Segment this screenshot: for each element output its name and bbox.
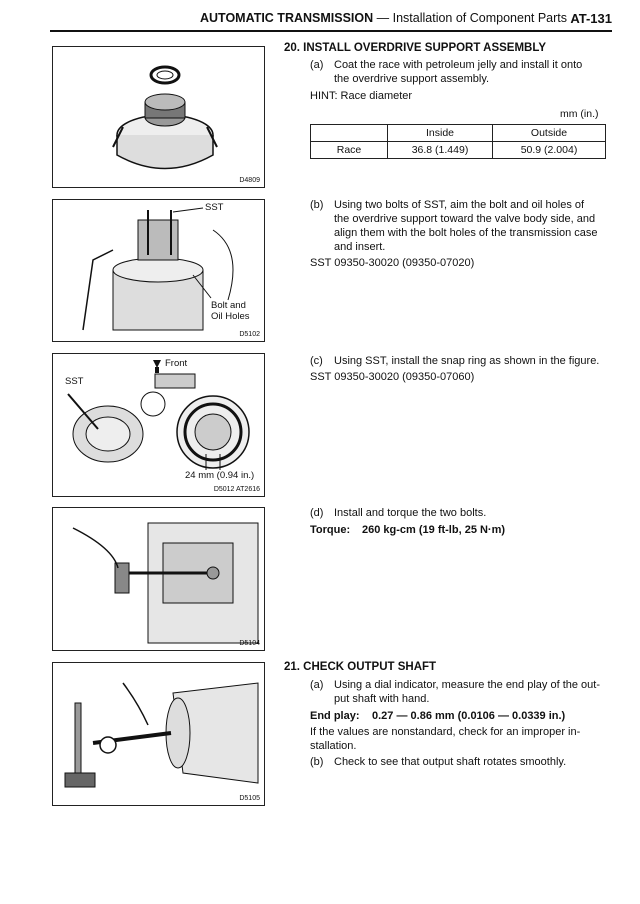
sst-bolts-illustration: [82, 207, 234, 331]
step-21a-line2: put shaft with hand.: [334, 693, 430, 705]
torque-value: 260 kg-cm (19 ft-lb, 25 N·m): [362, 524, 506, 536]
label-sst: SST: [65, 376, 84, 387]
table-cell: Race: [310, 141, 388, 159]
table-cell: 36.8 (1.449): [387, 141, 493, 159]
step-21b-line1: Check to see that output shaft rotates s…: [334, 756, 567, 768]
endplay-value: 0.27 — 0.86 mm (0.0106 — 0.0339 in.): [372, 710, 566, 722]
page-header: AUTOMATIC TRANSMISSION — Installation of…: [50, 8, 612, 32]
figure-snap-ring: Front SST 24 mm (0.94 in.) D5012 AT2616: [52, 353, 265, 497]
step-20d-marker: (d): [310, 507, 324, 519]
figure-code: D4809: [239, 177, 260, 184]
figure-code: D5102: [239, 331, 260, 338]
table-header-cell: Outside: [492, 124, 606, 142]
table-row: Race 36.8 (1.449) 50.9 (2.004): [310, 141, 606, 159]
step-20b-line4: and insert.: [334, 241, 386, 253]
torque-bolts-illustration: [72, 522, 259, 644]
endplay-label: End play:: [310, 710, 360, 722]
page-number: AT-131: [570, 11, 612, 26]
step-21a-line1: Using a dial indicator, measure the end …: [334, 679, 600, 691]
hint-text: HINT: Race diameter: [310, 90, 413, 102]
label-oil-holes: Oil Holes: [211, 311, 250, 322]
step-20c-marker: (c): [310, 355, 323, 367]
label-sst: SST: [205, 202, 224, 213]
figure-torque-bolts: D5104: [52, 507, 265, 651]
figure-dial-indicator: D5105: [52, 662, 265, 806]
step-20b-line1: Using two bolts of SST, aim the bolt and…: [334, 199, 585, 211]
torque-label: Torque:: [310, 524, 351, 536]
step-20d-line1: Install and torque the two bolts.: [334, 507, 487, 519]
figure-overdrive-support: D4809: [52, 46, 265, 188]
figure-code: D5105: [239, 795, 260, 802]
label-24mm: 24 mm (0.94 in.): [185, 470, 255, 481]
label-front: Front: [165, 358, 188, 369]
step-20b-marker: (b): [310, 199, 324, 211]
step-20a-line2: the overdrive support assembly.: [334, 73, 490, 85]
step-21-heading: 21. CHECK OUTPUT SHAFT: [284, 661, 437, 673]
step-21a-marker: (a): [310, 679, 324, 691]
label-bolt-and: Bolt and: [211, 300, 246, 311]
nonstandard-line2: stallation.: [310, 740, 357, 752]
table-header-row: Inside Outside: [310, 124, 606, 142]
dial-indicator-illustration: [64, 682, 259, 788]
table-header-cell: [310, 124, 388, 142]
step-20-heading: 20. INSTALL OVERDRIVE SUPPORT ASSEMBLY: [284, 42, 546, 54]
figure-sst-bolts: SST Bolt and Oil Holes D5102: [52, 199, 265, 342]
unit-text: mm (in.): [560, 108, 599, 120]
step-21b-marker: (b): [310, 756, 324, 768]
step-20c-sst: SST 09350-30020 (09350-07060): [310, 371, 475, 383]
figure-code: D5104: [239, 640, 260, 647]
step-20b-line2: the overdrive support toward the valve b…: [334, 213, 596, 225]
step-20a-marker: (a): [310, 59, 324, 71]
table-header-cell: Inside: [387, 124, 493, 142]
step-20c-line1: Using SST, install the snap ring as show…: [334, 355, 600, 367]
header-title: AUTOMATIC TRANSMISSION — Installation of…: [200, 11, 567, 25]
header-subtitle: Installation of Component Parts: [392, 11, 568, 25]
figure-code: D5012 AT2616: [213, 486, 260, 493]
step-20b-line3: align them with the bolt holes of the tr…: [334, 227, 598, 239]
table-cell: 50.9 (2.004): [492, 141, 606, 159]
snap-ring-illustration: [67, 360, 250, 470]
header-dash: —: [373, 11, 393, 25]
nonstandard-line1: If the values are nonstandard, check for…: [310, 726, 581, 738]
race-diameter-table: Inside Outside Race 36.8 (1.449) 50.9 (2…: [310, 124, 606, 159]
overdrive-support-illustration: [112, 65, 218, 170]
header-section: AUTOMATIC TRANSMISSION: [200, 11, 374, 25]
step-20b-sst: SST 09350-30020 (09350-07020): [310, 257, 475, 269]
step-20a-line1: Coat the race with petroleum jelly and i…: [334, 59, 583, 71]
